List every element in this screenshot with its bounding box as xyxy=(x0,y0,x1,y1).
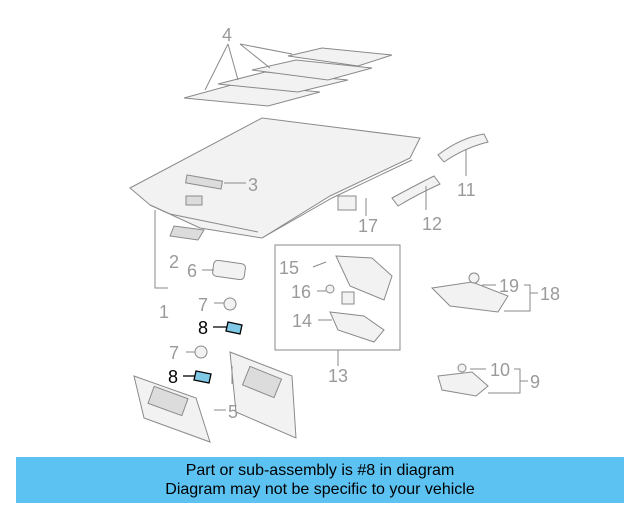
roof-vent xyxy=(185,195,203,206)
part-16-socket xyxy=(341,291,355,305)
part-10-bulb xyxy=(457,363,467,373)
callout-7-upper: 7 xyxy=(198,295,208,315)
callout-7-lower: 7 xyxy=(169,343,179,363)
headliner-panels xyxy=(183,43,393,107)
part-2-bracket xyxy=(169,225,205,241)
callout-3: 3 xyxy=(248,175,258,195)
part-16-bulb xyxy=(325,284,335,294)
callout-15: 15 xyxy=(279,258,299,278)
part-8-highlighted-upper[interactable] xyxy=(225,321,243,335)
part-8-highlighted-lower[interactable] xyxy=(193,370,212,384)
callout-13: 13 xyxy=(328,366,348,386)
part-17-hook xyxy=(337,195,357,211)
callout-9: 9 xyxy=(530,372,540,392)
part-13-map-lamp xyxy=(335,255,393,301)
callout-17: 17 xyxy=(358,216,378,236)
callout-19: 19 xyxy=(499,276,519,296)
part-9-lamp xyxy=(437,371,489,397)
callout-6: 6 xyxy=(187,261,197,281)
part-7-clip-upper xyxy=(223,297,237,311)
banner-line-1: Part or sub-assembly is #8 in diagram xyxy=(185,462,455,479)
sunvisor-holder-strip xyxy=(184,174,224,190)
info-banner: Part or sub-assembly is #8 in diagram Di… xyxy=(16,457,624,503)
banner-line-2: Diagram may not be specific to your vehi… xyxy=(165,481,475,498)
part-6-handle xyxy=(212,259,246,281)
callout-8-lower: 8 xyxy=(168,367,178,387)
callout-18: 18 xyxy=(540,284,560,304)
callout-1: 1 xyxy=(159,302,169,322)
part-11-grab-handle xyxy=(437,133,489,163)
callout-12: 12 xyxy=(422,214,442,234)
roof-headliner xyxy=(129,117,421,239)
parts-diagram: 1 2 3 4 5 6 7 7 8 8 9 10 11 12 13 14 15 … xyxy=(129,25,560,443)
callout-5: 5 xyxy=(228,402,238,422)
sun-visors xyxy=(133,351,297,443)
part-12-grab-handle xyxy=(391,175,441,207)
callout-10: 10 xyxy=(490,360,510,380)
callout-11: 11 xyxy=(457,180,476,200)
callout-2: 2 xyxy=(169,252,179,272)
part-7-clip-lower xyxy=(194,345,208,359)
part-18-dome-lamp xyxy=(430,281,509,313)
callout-16: 16 xyxy=(291,282,311,302)
part-19-bulb xyxy=(468,272,480,284)
part-14-lens xyxy=(329,311,385,343)
callout-14: 14 xyxy=(292,311,312,331)
callout-4: 4 xyxy=(222,25,232,45)
callout-8-upper: 8 xyxy=(198,318,208,338)
